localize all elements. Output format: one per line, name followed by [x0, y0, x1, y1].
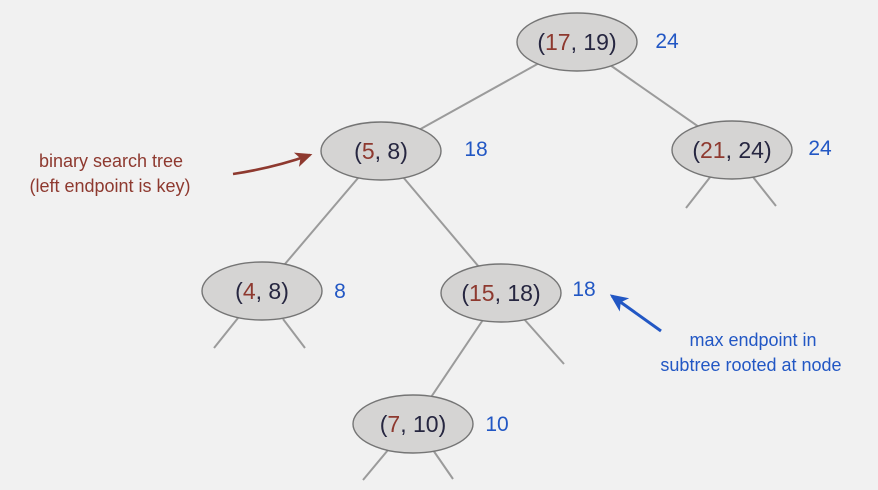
tree-node-5-8: (5, 8) 18 — [320, 121, 488, 181]
open-paren: ( — [692, 137, 700, 163]
interval-left-endpoint: 15 — [469, 280, 495, 306]
tree-node-4-8: (4, 8) 8 — [201, 261, 346, 321]
node-max-label: 18 — [464, 138, 487, 161]
open-paren: ( — [537, 29, 545, 55]
null-child-stub — [362, 449, 389, 481]
max-annotation: max endpoint in subtree rooted at node — [609, 294, 842, 375]
null-child-stub — [282, 318, 306, 349]
bst-annotation-arrow — [232, 152, 313, 176]
close-paren: ) — [439, 411, 447, 437]
interval-right-endpoint: 24 — [738, 137, 764, 163]
close-paren: ) — [281, 278, 289, 304]
node-max-label: 24 — [655, 30, 679, 53]
node-ellipse — [440, 263, 562, 323]
node-interval-label: (7, 10) — [380, 411, 447, 437]
comma: , — [571, 29, 584, 55]
null-child-stub — [523, 318, 565, 365]
close-paren: ) — [400, 138, 408, 164]
interval-left-endpoint: 17 — [545, 29, 571, 55]
close-paren: ) — [609, 29, 617, 55]
node-max-label: 24 — [808, 137, 832, 160]
null-child-stub — [213, 317, 239, 349]
tree-node-7-10: (7, 10) 10 — [352, 394, 509, 454]
comma: , — [495, 280, 508, 306]
null-child-stub — [432, 449, 454, 480]
tree-node-17-19: (17, 19) 24 — [516, 12, 679, 72]
node-ellipse — [352, 394, 474, 454]
interval-left-endpoint: 7 — [387, 411, 400, 437]
comma: , — [375, 138, 388, 164]
comma: , — [400, 411, 413, 437]
close-paren: ) — [764, 137, 772, 163]
interval-left-endpoint: 5 — [362, 138, 375, 164]
interval-right-endpoint: 8 — [387, 138, 400, 164]
node-ellipse — [516, 12, 638, 72]
comma: , — [256, 278, 269, 304]
node-interval-label: (15, 18) — [461, 280, 540, 306]
node-max-label: 18 — [572, 278, 595, 301]
bst-annotation-line2: (left endpoint is key) — [29, 176, 190, 196]
open-paren: ( — [235, 278, 243, 304]
interval-right-endpoint: 10 — [413, 411, 439, 437]
node-interval-label: (5, 8) — [354, 138, 408, 164]
open-paren: ( — [380, 411, 388, 437]
max-annotation-arrow — [609, 294, 662, 333]
interval-right-endpoint: 19 — [583, 29, 609, 55]
node-interval-label: (17, 19) — [537, 29, 616, 55]
node-max-label: 10 — [485, 413, 508, 436]
max-annotation-line1: max endpoint in — [689, 330, 816, 350]
interval-left-endpoint: 21 — [700, 137, 726, 163]
null-child-stub — [685, 175, 712, 209]
node-ellipse — [320, 121, 442, 181]
open-paren: ( — [354, 138, 362, 164]
bst-annotation: binary search tree (left endpoint is key… — [29, 151, 313, 196]
tree-node-21-24: (21, 24) 24 — [671, 120, 832, 180]
node-max-label: 8 — [334, 280, 346, 303]
open-paren: ( — [461, 280, 469, 306]
close-paren: ) — [533, 280, 541, 306]
interval-right-endpoint: 8 — [268, 278, 281, 304]
tree-node-15-18: (15, 18) 18 — [440, 263, 596, 323]
comma: , — [726, 137, 739, 163]
interval-left-endpoint: 4 — [243, 278, 256, 304]
tree-nodes: (17, 19) 24 (5, 8) 18 (21, 24) 24 (4, 8)… — [201, 12, 832, 454]
interval-right-endpoint: 18 — [507, 280, 533, 306]
null-child-stub — [752, 176, 777, 207]
node-interval-label: (21, 24) — [692, 137, 771, 163]
max-annotation-line2: subtree rooted at node — [660, 355, 841, 375]
node-ellipse — [671, 120, 793, 180]
node-interval-label: (4, 8) — [235, 278, 289, 304]
bst-annotation-line1: binary search tree — [39, 151, 183, 171]
node-ellipse — [201, 261, 323, 321]
